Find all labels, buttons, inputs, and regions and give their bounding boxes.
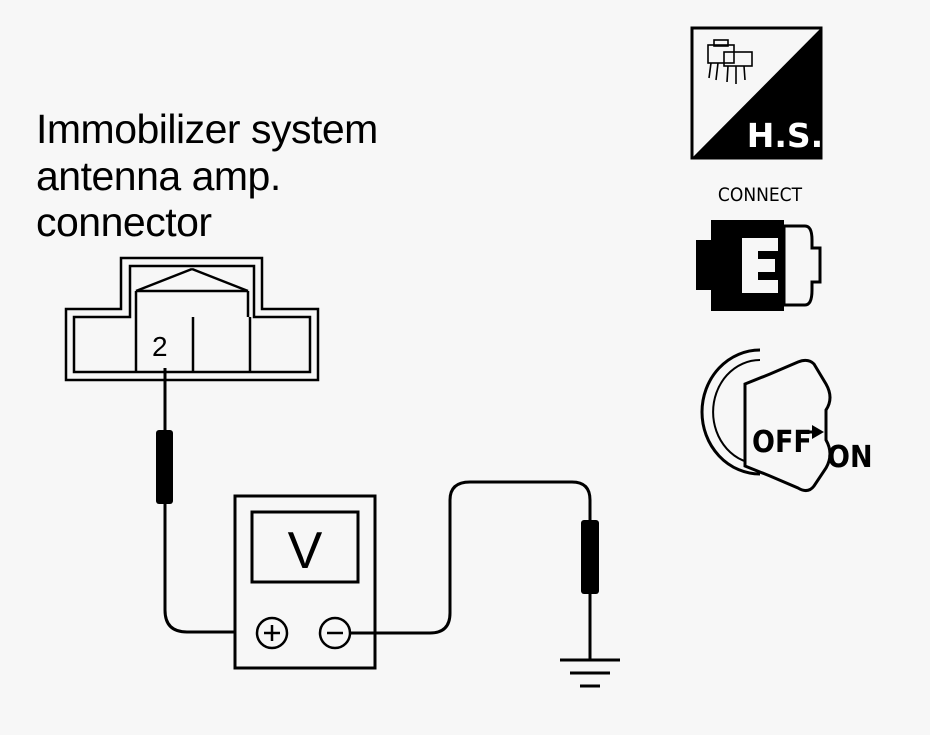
ignition-key xyxy=(743,358,832,493)
voltmeter-display xyxy=(250,510,360,584)
pin-number-2: 2 xyxy=(152,331,168,362)
ground-symbol xyxy=(560,658,620,688)
negative-probe xyxy=(350,480,599,660)
ignition-switch-icon: OFF ON xyxy=(700,348,873,493)
connect-icon: CONNECT xyxy=(696,184,822,311)
negative-probe-handle xyxy=(581,520,599,594)
ignition-off-label: OFF xyxy=(752,425,812,460)
negative-lead xyxy=(350,480,592,635)
label-line-1: Immobilizer system xyxy=(36,106,378,152)
positive-probe xyxy=(156,368,252,634)
ignition-on-label: ON xyxy=(827,440,873,475)
harness-side-icon: H.S. xyxy=(690,26,823,160)
positive-probe-handle xyxy=(156,430,173,504)
connect-label: CONNECT xyxy=(718,184,803,206)
label-line-2: antenna amp. xyxy=(36,153,281,199)
voltmeter-symbol: V xyxy=(288,522,323,580)
hs-label: H.S. xyxy=(747,116,823,155)
positive-lead xyxy=(163,504,252,634)
label-line-3: connector xyxy=(36,199,212,245)
connector-label: Immobilizer system antenna amp. connecto… xyxy=(36,106,378,245)
voltmeter: V xyxy=(233,494,377,670)
antenna-amp-connector: 2 xyxy=(64,256,320,382)
connector-pictogram-icon xyxy=(707,39,753,84)
